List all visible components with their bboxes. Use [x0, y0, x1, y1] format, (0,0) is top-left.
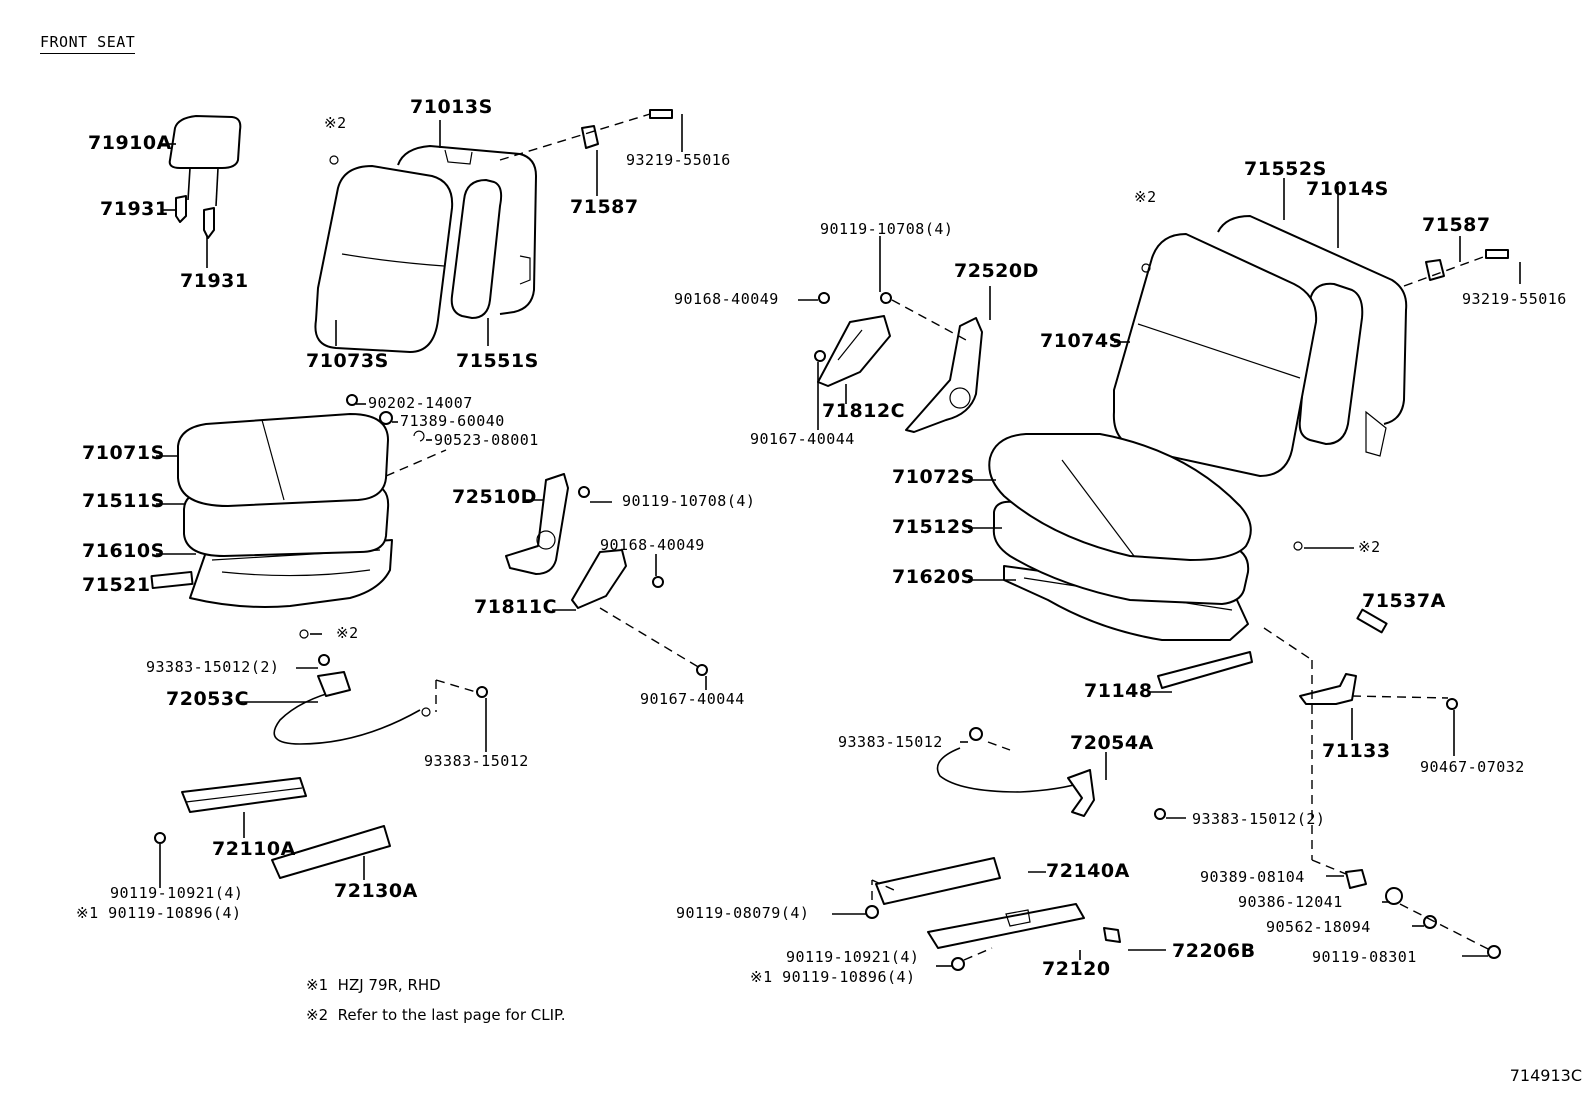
label-72206B: 72206B	[1172, 940, 1256, 962]
label-90119-10896-b: ※1 90119-10896(4)	[750, 968, 916, 986]
clip-note-mark-d: ※2	[1358, 538, 1381, 556]
note-1-text: HZJ 79R, RHD	[337, 976, 441, 994]
label-72520D: 72520D	[954, 260, 1039, 282]
diagram-title: FRONT SEAT	[40, 33, 136, 54]
note-2-text: Refer to the last page for CLIP.	[337, 1006, 566, 1024]
label-71014S: 71014S	[1306, 178, 1389, 200]
recliner-drawing	[505, 315, 983, 609]
label-93219-55016-b: 93219-55016	[1462, 290, 1567, 308]
label-71512S: 71512S	[892, 516, 975, 538]
label-71389-60040: 71389-60040	[400, 412, 505, 430]
belt-bracket-drawing	[1299, 673, 1357, 705]
label-93219-55016-a: 93219-55016	[626, 151, 731, 169]
label-71133: 71133	[1322, 740, 1391, 762]
label-90167-40044-a: 90167-40044	[750, 430, 855, 448]
label-72054A: 72054A	[1070, 732, 1154, 754]
label-71537A: 71537A	[1362, 590, 1446, 612]
label-93383-15012-a: 93383-15012	[424, 752, 529, 770]
label-71511S: 71511S	[82, 490, 165, 512]
rails-left-drawing	[181, 777, 391, 879]
label-93383-15012-2-b: 93383-15012(2)	[1192, 810, 1326, 828]
note-2: ※2 Refer to the last page for CLIP.	[306, 1006, 565, 1024]
clip-note-mark-a: ※2	[324, 114, 347, 132]
label-71071S: 71071S	[82, 442, 165, 464]
label-90467-07032: 90467-07032	[1420, 758, 1525, 776]
label-90168-40049-b: 90168-40049	[600, 536, 705, 554]
label-90523-08001: 90523-08001	[434, 431, 539, 449]
cable-left-drawing	[273, 671, 431, 745]
seatback-frame-drawing	[314, 145, 537, 353]
label-71521: 71521	[82, 574, 151, 596]
label-93383-15012-2-a: 93383-15012(2)	[146, 658, 280, 676]
fasteners	[154, 109, 1509, 971]
clip-note-mark-c: ※2	[1134, 188, 1157, 206]
note-2-mark: ※2	[306, 1006, 329, 1024]
label-72130A: 72130A	[334, 880, 418, 902]
clip-note-mark-b: ※2	[336, 624, 359, 642]
label-90389-08104: 90389-08104	[1200, 868, 1305, 886]
label-90119-10896-a: ※1 90119-10896(4)	[76, 904, 242, 922]
note-1: ※1 HZJ 79R, RHD	[306, 976, 441, 994]
label-72110A: 72110A	[212, 838, 296, 860]
cushion-left-drawing	[150, 413, 393, 608]
label-71811C: 71811C	[474, 596, 558, 618]
diagram-code: 714913C	[1509, 1066, 1582, 1085]
label-93383-15012-b: 93383-15012	[838, 733, 943, 751]
label-71552S: 71552S	[1244, 158, 1327, 180]
note-1-mark: ※1	[306, 976, 329, 994]
label-71931-b: 71931	[180, 270, 249, 292]
label-71587-a: 71587	[570, 196, 639, 218]
leader-lines	[156, 114, 1521, 967]
label-71073S: 71073S	[306, 350, 389, 372]
label-72053C: 72053C	[166, 688, 250, 710]
seatback-right-drawing	[1112, 215, 1408, 477]
cable-right-drawing	[936, 747, 1095, 817]
rails-right-drawing	[875, 857, 1121, 949]
label-72510D: 72510D	[452, 486, 537, 508]
label-71013S: 71013S	[410, 96, 493, 118]
label-90119-10708-b: 90119-10708(4)	[622, 492, 756, 510]
label-90119-10921-b: 90119-10921(4)	[786, 948, 920, 966]
label-90168-40049-a: 90168-40049	[674, 290, 779, 308]
label-71587-b: 71587	[1422, 214, 1491, 236]
headrest-drawing	[168, 115, 242, 239]
label-71551S: 71551S	[456, 350, 539, 372]
assembly-dashed-lines	[385, 113, 1491, 961]
label-90119-08301: 90119-08301	[1312, 948, 1417, 966]
label-71812C: 71812C	[822, 400, 906, 422]
label-71610S: 71610S	[82, 540, 165, 562]
label-71148: 71148	[1084, 680, 1153, 702]
label-90119-10921-a: 90119-10921(4)	[110, 884, 244, 902]
label-90119-08079: 90119-08079(4)	[676, 904, 810, 922]
label-71620S: 71620S	[892, 566, 975, 588]
label-71074S: 71074S	[1040, 330, 1123, 352]
cushion-right-drawing	[988, 433, 1388, 689]
label-72120: 72120	[1042, 958, 1111, 980]
label-90119-10708-a: 90119-10708(4)	[820, 220, 954, 238]
label-90386-12041: 90386-12041	[1238, 893, 1343, 911]
label-71072S: 71072S	[892, 466, 975, 488]
label-90167-40044-b: 90167-40044	[640, 690, 745, 708]
label-71931-a: 71931	[100, 198, 169, 220]
label-72140A: 72140A	[1046, 860, 1130, 882]
label-90562-18094: 90562-18094	[1266, 918, 1371, 936]
label-71910A: 71910A	[88, 132, 172, 154]
label-90202-14007: 90202-14007	[368, 394, 473, 412]
